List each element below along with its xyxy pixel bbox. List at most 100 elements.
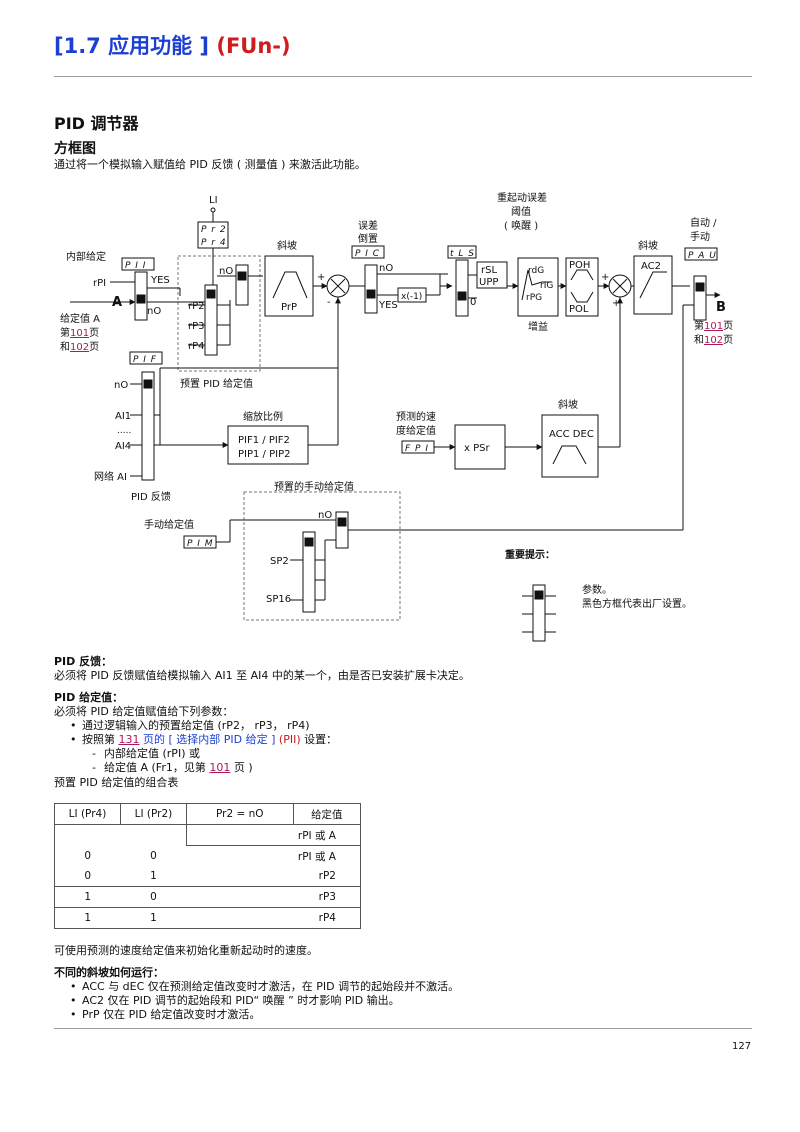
- ramp1-label: 斜坡: [277, 239, 297, 252]
- rp3-label: rP3: [188, 321, 205, 332]
- no3-label: nO: [379, 263, 393, 274]
- no1-label: nO: [147, 306, 161, 317]
- b-and-pre: 和: [694, 334, 704, 346]
- table-cell: 1: [120, 866, 187, 887]
- ai4-label: AI4: [115, 441, 131, 452]
- rp4-label: rP4: [188, 341, 205, 352]
- pred-speed-label-1: 预测的速: [396, 410, 436, 423]
- pid-feedback-label: PID 反馈: [131, 490, 171, 503]
- scaling-label: 缩放比例: [243, 410, 283, 423]
- ai1-label: AI1: [115, 411, 131, 422]
- table-cell: [186, 886, 294, 908]
- gain-label: 增益: [528, 320, 548, 333]
- plus1-label: +: [317, 272, 325, 283]
- sp16-label: SP16: [266, 594, 291, 605]
- preset-pid-ref-label: 预置 PID 给定值: [180, 377, 253, 390]
- dash2-pre: 给定值 A (Fr1，见第: [104, 761, 210, 774]
- table-cell: rP4: [293, 907, 362, 929]
- table-header-cell: 给定值: [292, 803, 362, 825]
- table-cell: [186, 907, 294, 929]
- error-invert-switch: [364, 264, 378, 314]
- important-label: 重要提示：: [505, 548, 555, 561]
- pid-ref-dash-2: 给定值 A (Fr1，见第 101 页 ): [82, 761, 682, 775]
- legend-switch: [532, 584, 546, 642]
- table-cell: rPI 或 A: [293, 824, 362, 846]
- chapter-header: [1.7 应用功能 ] (FUn-): [54, 30, 291, 60]
- code-pim: P I M: [187, 539, 214, 549]
- table-cell: [120, 825, 186, 846]
- b-page-pre: 第: [694, 319, 704, 332]
- pif-code-box: [129, 351, 163, 365]
- code-pif: P I F: [133, 355, 157, 365]
- ramp3-label: 斜坡: [558, 398, 578, 411]
- svg-text:第101页: 第101页: [60, 326, 99, 339]
- ramps-bullet-2: AC2 仅在 PID 调节的起始段和 PID“ 唤醒 ” 时才影响 PID 输出…: [62, 994, 742, 1008]
- pid-feedback-switch: [141, 371, 155, 481]
- sp2-label: SP2: [270, 556, 289, 567]
- net-ai-label: 网络 AI: [94, 470, 127, 483]
- table-cell: [185, 824, 294, 846]
- table-cell: [186, 866, 294, 887]
- table-cell: 1: [54, 907, 121, 929]
- pid-ref-bullet-1: 通过逻辑输入的预置给定值 (rP2， rP3， rP4): [62, 719, 702, 733]
- table-caption: 预置 PID 给定值的组合表: [54, 776, 179, 789]
- table-cell: 1: [54, 886, 121, 908]
- table-cell: 0: [54, 866, 121, 887]
- no4-label: nO: [114, 380, 128, 391]
- b-page-suf2: 页: [723, 334, 733, 346]
- table-row: rPI 或 A: [54, 824, 362, 846]
- error-invert-label-2: 倒置: [358, 233, 378, 245]
- ramp2-label: 斜坡: [638, 239, 658, 252]
- acc-dec-box: [541, 414, 599, 478]
- dash2-post: 页 ): [230, 761, 253, 774]
- restart-err-label-3: ( 唤醒 ): [504, 219, 538, 232]
- code-pau: P A U: [688, 251, 717, 261]
- pr2-switch: [235, 264, 249, 306]
- pid-ref-dash-list: 内部给定值 (rPI) 或 给定值 A (Fr1，见第 101 页 ): [82, 747, 682, 775]
- page-101-link[interactable]: 101: [209, 761, 231, 774]
- page-131-link[interactable]: 131: [118, 733, 140, 746]
- poh-pol-box: [565, 257, 599, 317]
- poh-label: POH: [569, 260, 590, 271]
- ramps-bullet-1: ACC 与 dEC 仅在预测给定值改变时才激活，在 PID 调节的起始段并不激活…: [62, 980, 742, 994]
- ramps-title: 不同的斜坡如何运行：: [54, 966, 164, 979]
- page-number: 127: [732, 1041, 752, 1052]
- ref-a-and-pre: 和: [60, 341, 70, 353]
- code-fpi: F P I: [405, 444, 429, 454]
- manual-ref-label: 手动给定值: [144, 518, 194, 531]
- pred-speed-label-2: 度给定值: [396, 424, 436, 437]
- table-cell: 0: [54, 845, 121, 866]
- preset-manual-group: [243, 491, 401, 621]
- code-pr2: P r 2: [201, 225, 227, 235]
- rdg-label: rdG: [528, 266, 544, 276]
- pid-feedback-text: 必须将 PID 反馈赋值给模拟输入 AI1 至 AI4 中的某一个，由是否已安装…: [54, 669, 470, 682]
- select-internal-pid-link[interactable]: 页的 [ 选择内部 PID 给定 ]: [139, 733, 279, 746]
- bullet2-post: 设置：: [300, 733, 338, 746]
- ref-a-label: 给定值 A: [60, 312, 100, 325]
- pip-label: PIP1 / PIP2: [238, 449, 290, 460]
- restart-err-label-1: 重起动误差: [497, 191, 547, 204]
- li-label: LI: [209, 195, 218, 206]
- table-cell: [186, 846, 293, 867]
- svg-text:和102页: 和102页: [60, 341, 99, 353]
- pid-feedback-title: PID 反馈：: [54, 655, 113, 668]
- ac2-ramp-box: [633, 255, 673, 315]
- prp-label: PrP: [281, 302, 297, 313]
- table-cell: rP2: [293, 866, 362, 887]
- ref-a-page-102: 102: [70, 342, 89, 353]
- code-tls: t L S: [450, 249, 475, 259]
- manual-preset-switch: [302, 531, 316, 613]
- gain-box: [517, 257, 559, 317]
- plus2-label: +: [601, 272, 609, 283]
- b-page-102: 102: [704, 335, 723, 346]
- yes2-label: YES: [378, 300, 398, 311]
- intro-text: 通过将一个模拟输入赋值给 PID 反馈 ( 测量值 ) 来激活此功能。: [54, 158, 366, 171]
- auto-manual-label-1: 自动 /: [690, 216, 717, 229]
- pii-code-box: [121, 257, 155, 271]
- psr-label: x PSr: [464, 443, 490, 454]
- rsl-label: rSL: [481, 265, 497, 276]
- rpi-switch: [134, 271, 148, 321]
- table-header-cell: Pr2 = nO: [185, 803, 294, 825]
